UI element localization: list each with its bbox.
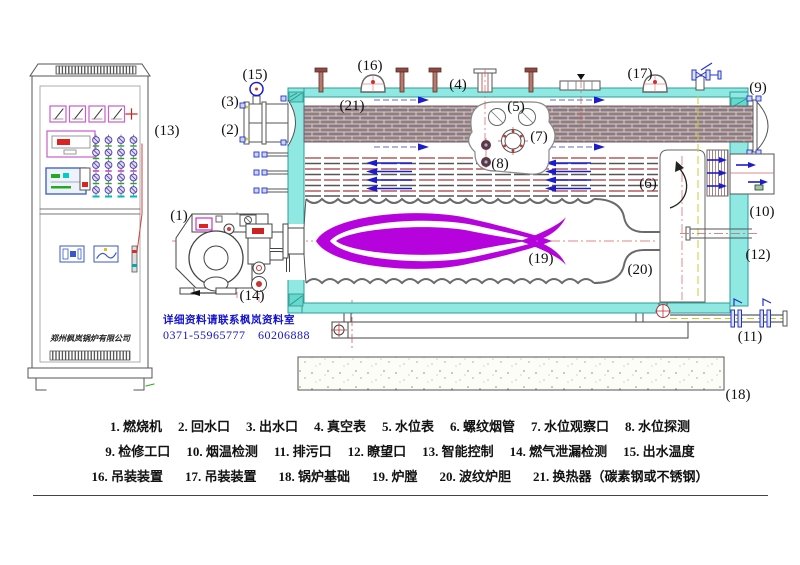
callout-5: (5) — [507, 99, 525, 115]
cabinet-body — [31, 75, 149, 369]
rear-inspection-cap — [746, 95, 769, 156]
contact-line: 详细资料请联系枫岚资料室 — [163, 313, 295, 326]
legend: 1. 燃烧机 2. 回水口 3. 出水口 4. 真空表 5. 水位表 6. 螺纹… — [20, 414, 780, 489]
callout-8: (8) — [491, 156, 509, 172]
cabinet-red-symbol — [125, 108, 138, 120]
callout-18: (18) — [726, 387, 751, 403]
legend-item: 12. 瞭望口 — [347, 444, 407, 459]
callout-9: (9) — [749, 80, 767, 96]
cabinet-top-vent — [55, 65, 137, 75]
cabinet-knob-grid — [92, 134, 138, 198]
legend-item: 16. 吊装装置 — [91, 469, 163, 484]
callout-11: (11) — [738, 329, 762, 345]
cabinet-company-name: 郑州枫岚锅炉有限公司 — [50, 334, 131, 343]
side-nozzle — [253, 187, 289, 194]
cabinet-bottom-vent — [49, 350, 131, 361]
side-nozzle — [253, 169, 289, 176]
insulation-hatch — [288, 91, 748, 307]
cabinet-logo-plate-right — [93, 245, 119, 263]
safety-valve — [691, 62, 722, 91]
callout-14: (14) — [240, 288, 265, 304]
legend-item: 5. 水位表 — [382, 419, 435, 434]
cabinet-switch-panel — [79, 167, 91, 191]
blowdown-piping — [655, 298, 788, 328]
top-fittings — [314, 62, 722, 140]
rear-reversal-chamber — [659, 96, 729, 303]
cabinet-door-handle — [131, 245, 138, 273]
observation-port — [680, 226, 758, 241]
legend-item: 21. 换热器（碳素钢或不锈钢） — [533, 469, 709, 484]
callout-15: (15) — [243, 67, 268, 83]
callout-labels: (1) (2) (3) (4) (5) (6) (7) (8) (9) (10)… — [155, 58, 775, 403]
contact-info: 详细资料请联系枫岚资料室 0371-55965777 60206888 — [163, 313, 310, 342]
smoke-tube-band — [305, 157, 658, 197]
callout-13-leader — [136, 143, 143, 253]
burner-flange — [282, 223, 289, 259]
callout-3: (3) — [221, 94, 239, 110]
callout-7: (7) — [530, 129, 548, 145]
lifting-lug-front — [360, 74, 386, 93]
legend-item: 7. 水位观察口 — [531, 419, 610, 434]
gas-train — [245, 223, 290, 292]
contact-phone-2: 60206888 — [258, 328, 310, 342]
contact-phone-1: 0371-55965777 — [163, 328, 246, 342]
legend-divider — [32, 495, 768, 496]
legend-item: 13. 智能控制 — [422, 444, 494, 459]
legend-item: 15. 出水温度 — [623, 444, 695, 459]
top-valve-manifold — [559, 74, 601, 130]
callout-13: (13) — [155, 123, 180, 139]
callout-2: (2) — [221, 122, 239, 138]
boiler-foundation — [297, 356, 725, 391]
callout-10: (10) — [750, 204, 775, 220]
legend-item: 1. 燃烧机 — [109, 419, 162, 434]
legend-item: 8. 水位探测 — [625, 419, 691, 434]
callout-19: (19) — [529, 251, 554, 267]
legend-item: 3. 出水口 — [245, 419, 298, 434]
side-nozzle — [253, 151, 289, 158]
cabinet-display-small — [46, 130, 96, 158]
callout-16: (16) — [358, 58, 383, 74]
water-level-sight-port — [498, 127, 528, 155]
smoke-temp-sensor — [754, 184, 764, 191]
flue-outlet-box — [729, 153, 775, 195]
boiler-diagram-canvas: 郑州枫岚锅炉有限公司 — [27, 58, 788, 403]
callout-17: (17) — [628, 66, 653, 82]
cabinet-gauges — [49, 105, 138, 123]
outlet-temperature-gauge — [249, 81, 264, 105]
legend-row-1: 1. 燃烧机 2. 回水口 3. 出水口 4. 真空表 5. 水位表 6. 螺纹… — [20, 414, 780, 439]
legend-item: 10. 烟温检测 — [186, 444, 258, 459]
legend-item: 6. 螺纹烟管 — [450, 419, 516, 434]
legend-row-2: 9. 检修工口 10. 烟温检测 11. 排污口 12. 瞭望口 13. 智能控… — [20, 439, 780, 464]
callout-4: (4) — [449, 77, 467, 93]
callout-6: (6) — [639, 176, 657, 192]
corrugated-furnace — [305, 197, 660, 285]
legend-item: 19. 炉膛 — [372, 469, 418, 484]
burner — [175, 212, 305, 302]
callout-20: (20) — [628, 262, 653, 278]
callout-21: (21) — [340, 98, 365, 114]
control-cabinet: 郑州枫岚锅炉有限公司 — [27, 63, 155, 391]
callout-1: (1) — [170, 208, 188, 224]
legend-item: 2. 回水口 — [177, 419, 230, 434]
water-level-panel — [468, 101, 556, 175]
legend-item: 4. 真空表 — [313, 419, 366, 434]
legend-item: 11. 排污口 — [273, 444, 332, 459]
gas-turn-arrow — [669, 167, 688, 209]
water-ports — [239, 81, 296, 194]
cabinet-display-large — [45, 167, 87, 195]
legend-item: 9. 检修工口 — [105, 444, 171, 459]
legend-row-3: 16. 吊装装置 17. 吊装装置 18. 锅炉基础 19. 炉膛 20. 波纹… — [20, 464, 780, 489]
water-level-probes — [481, 138, 491, 168]
legend-item: 18. 锅炉基础 — [278, 469, 350, 484]
legend-item: 17. 吊装装置 — [184, 469, 257, 484]
flame — [316, 213, 566, 269]
legend-item: 14. 燃气泄漏检测 — [509, 444, 608, 459]
legend-item: 20. 波纹炉胆 — [439, 469, 512, 484]
vacuum-gauge-pipe — [473, 68, 497, 140]
skid-base — [331, 300, 689, 348]
burner-nose — [287, 227, 305, 255]
callout-12: (12) — [746, 247, 771, 263]
cabinet-logo-plate-left — [59, 245, 85, 263]
